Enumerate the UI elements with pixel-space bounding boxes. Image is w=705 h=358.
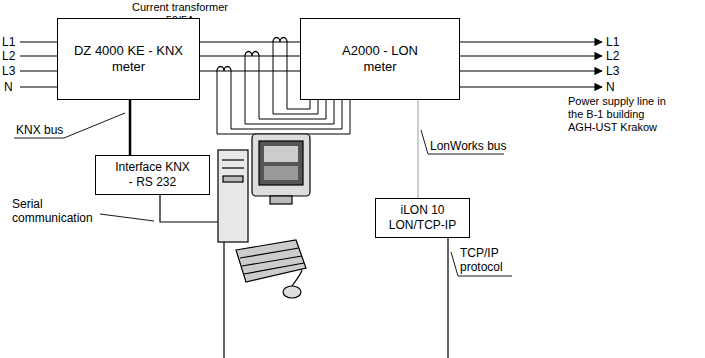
output-lines	[460, 42, 602, 87]
phase-label: L1	[2, 35, 20, 49]
bus-label: LonWorks bus	[430, 139, 510, 153]
phase-label: L2	[2, 49, 20, 63]
interface-box: iLON 10 LON/TCP-IP	[375, 198, 470, 238]
power-line	[200, 41, 300, 42]
pc-network-cable	[223, 242, 224, 358]
bus-line	[418, 100, 419, 198]
neutral-label: N	[606, 80, 626, 94]
phase-label: L2	[606, 49, 626, 63]
link-label: Serial communication	[12, 197, 102, 226]
phase-label: L3	[606, 64, 626, 78]
interface-box: Interface KNX - RS 232	[95, 155, 210, 195]
box-text: iLON 10 LON/TCP-IP	[386, 203, 460, 233]
box-text: A2000 - LON meter	[333, 43, 428, 76]
box-text: DZ 4000 KE - KNX meter	[66, 43, 191, 76]
computer-illustration	[218, 134, 310, 298]
phase-label: L3	[2, 64, 20, 78]
tcpip-cable	[447, 236, 448, 358]
meter-box: A2000 - LON meter	[300, 18, 460, 100]
power-line	[200, 70, 300, 71]
bus-label: KNX bus	[16, 123, 76, 137]
meter-box: DZ 4000 KE - KNX meter	[57, 18, 200, 100]
neutral-label: N	[4, 80, 20, 94]
box-text: Interface KNX - RS 232	[113, 160, 193, 190]
protocol-label: TCP/IP protocol	[460, 246, 520, 275]
phase-label: L1	[606, 35, 626, 49]
power-line	[200, 55, 300, 56]
bus-line	[129, 100, 132, 155]
location-note: Power supply line in the B-1 building AG…	[568, 95, 667, 135]
input-lines	[20, 42, 57, 87]
